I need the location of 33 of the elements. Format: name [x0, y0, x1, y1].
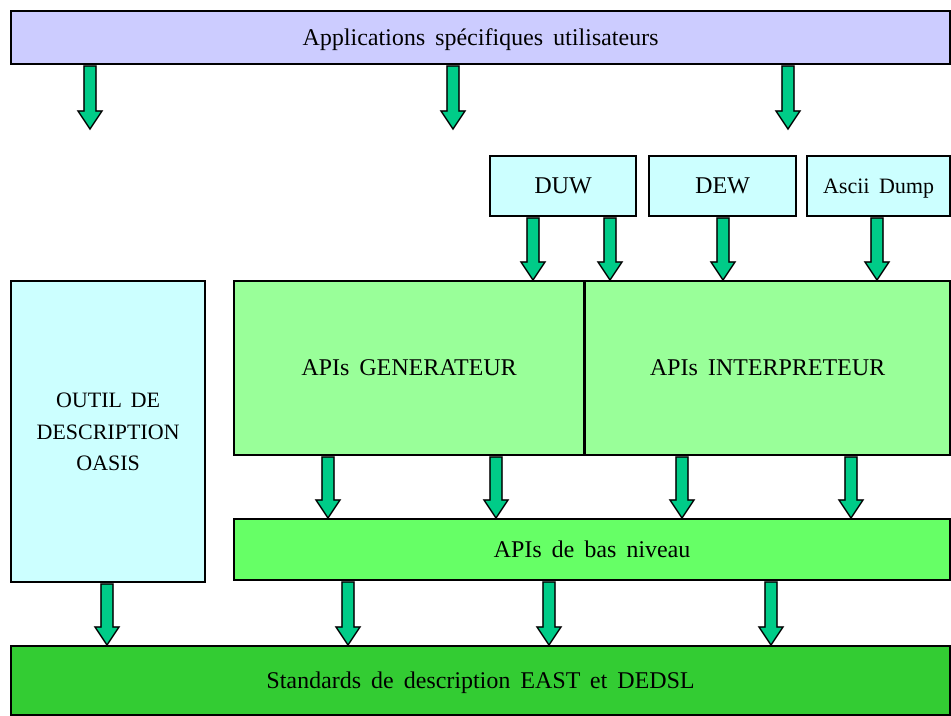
- arrow: [314, 456, 342, 520]
- process-box: [489, 155, 637, 217]
- box-label: APIs GENERATEUR: [301, 354, 517, 383]
- arrow: [758, 581, 784, 646]
- layer-band: [10, 10, 951, 65]
- arrow: [596, 217, 624, 282]
- process-box: [584, 280, 951, 456]
- box-label: Ascii Dump: [823, 172, 934, 200]
- box-label: APIs de bas niveau: [494, 536, 690, 564]
- arrow: [774, 65, 802, 130]
- box-label: Standards de description EAST et DEDSL: [266, 666, 695, 696]
- arrow: [334, 581, 362, 646]
- layer-band: [233, 518, 951, 581]
- box-label: APIs INTERPRETEUR: [650, 354, 886, 383]
- process-box: [10, 280, 206, 583]
- arrow: [710, 217, 736, 282]
- layer-band: [10, 645, 951, 716]
- box-label: DUW: [534, 172, 592, 201]
- process-box: [806, 155, 951, 217]
- box-label: OUTIL DE DESCRIPTION OASIS: [35, 386, 180, 478]
- arrow: [864, 217, 890, 282]
- arrow: [94, 583, 120, 646]
- box-label: DEW: [695, 172, 750, 201]
- process-box: [233, 280, 585, 456]
- arrow: [520, 217, 546, 282]
- arrow: [838, 456, 864, 520]
- arrow: [482, 456, 510, 520]
- arrow: [668, 456, 696, 520]
- arrow: [440, 65, 466, 130]
- arrow: [536, 581, 562, 646]
- process-box: [648, 155, 797, 217]
- arrow: [76, 65, 104, 130]
- box-label: Applications spécifiques utilisateurs: [302, 24, 658, 52]
